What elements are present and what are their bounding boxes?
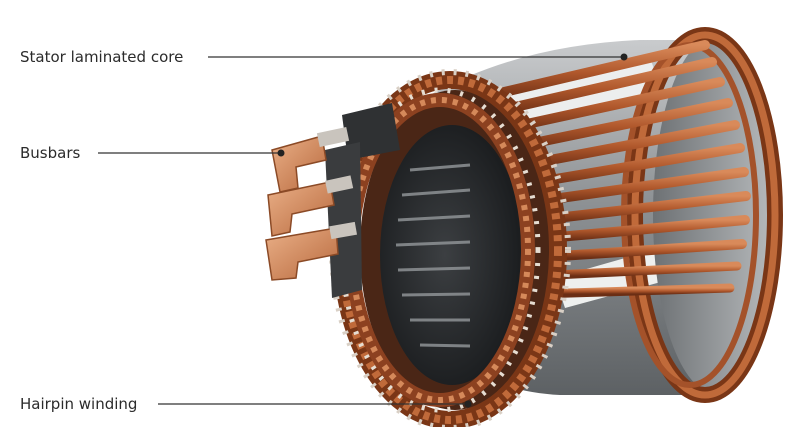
label-hairpin-winding: Hairpin winding	[20, 395, 138, 413]
leader-dots	[277, 53, 628, 408]
busbars	[265, 127, 358, 281]
dot-busbars	[277, 149, 285, 157]
label-busbars: Busbars	[20, 144, 81, 162]
label-stator-laminated-core: Stator laminated core	[20, 48, 184, 66]
stator-bore	[360, 90, 550, 410]
dot-hairpin-winding	[464, 400, 472, 408]
dot-stator-core	[620, 53, 628, 61]
leader-lines	[98, 56, 624, 405]
